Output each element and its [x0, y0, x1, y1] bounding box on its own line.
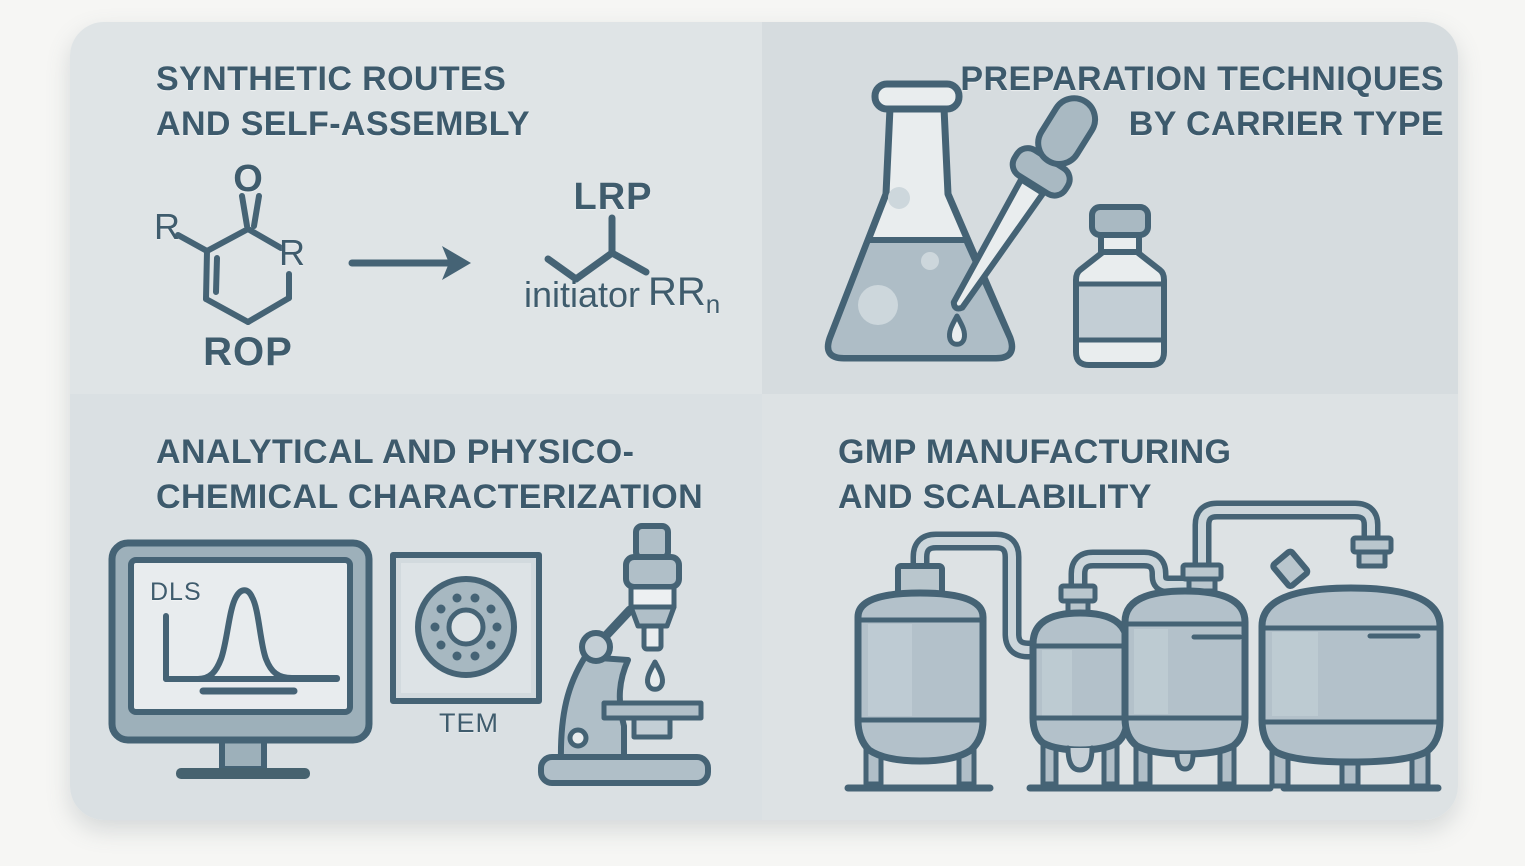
- panel-title-preparation: PREPARATION TECHNIQUES BY CARRIER TYPE: [960, 57, 1444, 147]
- r-group-left-label: R: [154, 206, 180, 247]
- reactor-tank-3-icon: [1121, 562, 1249, 787]
- tank-outlet-nub: [1174, 751, 1196, 772]
- droplet-icon: [645, 659, 665, 692]
- lrp-product-structure-icon: [544, 214, 650, 283]
- title-line-2: BY CARRIER TYPE: [1128, 105, 1444, 143]
- tem-micrograph-icon: [390, 552, 542, 704]
- dropper-icon: [950, 95, 1099, 312]
- tem-label: TEM: [439, 708, 499, 738]
- rr-text: RR: [648, 270, 706, 314]
- title-line-2: AND SELF-ASSEMBLY: [156, 105, 530, 143]
- droplet-icon: [947, 313, 967, 347]
- panel-gmp-manufacturing: GMP MANUFACTURING AND SCALABILITY: [762, 394, 1458, 820]
- title-line-1: PREPARATION TECHNIQUES: [960, 60, 1444, 98]
- tank-outlet-cone: [1065, 745, 1095, 773]
- title-line-2: AND SCALABILITY: [838, 478, 1152, 516]
- lrp-label: LRP: [573, 176, 653, 218]
- panel-preparation-techniques: PREPARATION TECHNIQUES BY CARRIER TYPE: [762, 22, 1458, 394]
- initiator-label: initiator: [523, 274, 641, 315]
- characterization-art: [108, 523, 711, 786]
- rop-label: ROP: [203, 330, 293, 374]
- reactor-tank-2-icon: [1029, 583, 1131, 787]
- panel-title-manufacturing: GMP MANUFACTURING AND SCALABILITY: [838, 430, 1231, 520]
- rr-subscript: n: [705, 289, 721, 319]
- vial-icon: [1073, 204, 1167, 368]
- panel-characterization: ANALYTICAL AND PHYSICO- CHEMICAL CHARACT…: [70, 394, 762, 820]
- monitor-icon: [108, 539, 373, 779]
- microscope-icon: [538, 523, 711, 786]
- rop-monomer-structure-icon: [175, 193, 292, 325]
- manufacturing-line-art: [844, 500, 1444, 792]
- panel-synthetic-routes: SYNTHETIC ROUTES AND SELF-ASSEMBLY O R R…: [70, 22, 762, 394]
- title-line-1: ANALYTICAL AND PHYSICO-: [156, 433, 635, 471]
- r-group-right-label: R: [279, 232, 305, 273]
- dls-label: DLS: [150, 578, 202, 606]
- labware-art: [824, 80, 1167, 368]
- panel-title-characterization: ANALYTICAL AND PHYSICO- CHEMICAL CHARACT…: [156, 430, 703, 520]
- rop-reaction-art: [175, 193, 650, 325]
- reactor-tank-1-icon: [854, 563, 987, 787]
- title-line-2: CHEMICAL CHARACTERIZATION: [156, 478, 704, 516]
- infographic-card: SYNTHETIC ROUTES AND SELF-ASSEMBLY O R R…: [70, 22, 1458, 820]
- title-line-1: SYNTHETIC ROUTES: [156, 60, 507, 98]
- tem-particle-dots: [430, 593, 502, 661]
- rrn-label: RRn: [648, 270, 720, 320]
- dls-plot: [163, 587, 340, 695]
- process-pipes-icon: [910, 500, 1381, 660]
- panel-title-synthesis: SYNTHETIC ROUTES AND SELF-ASSEMBLY: [156, 57, 530, 147]
- reaction-arrow-icon: [348, 246, 471, 280]
- carbonyl-oxygen-label: O: [233, 158, 263, 200]
- reactor-tank-4-icon: [1258, 535, 1444, 789]
- title-line-1: GMP MANUFACTURING: [838, 433, 1232, 471]
- flask-bubbles: [858, 187, 939, 325]
